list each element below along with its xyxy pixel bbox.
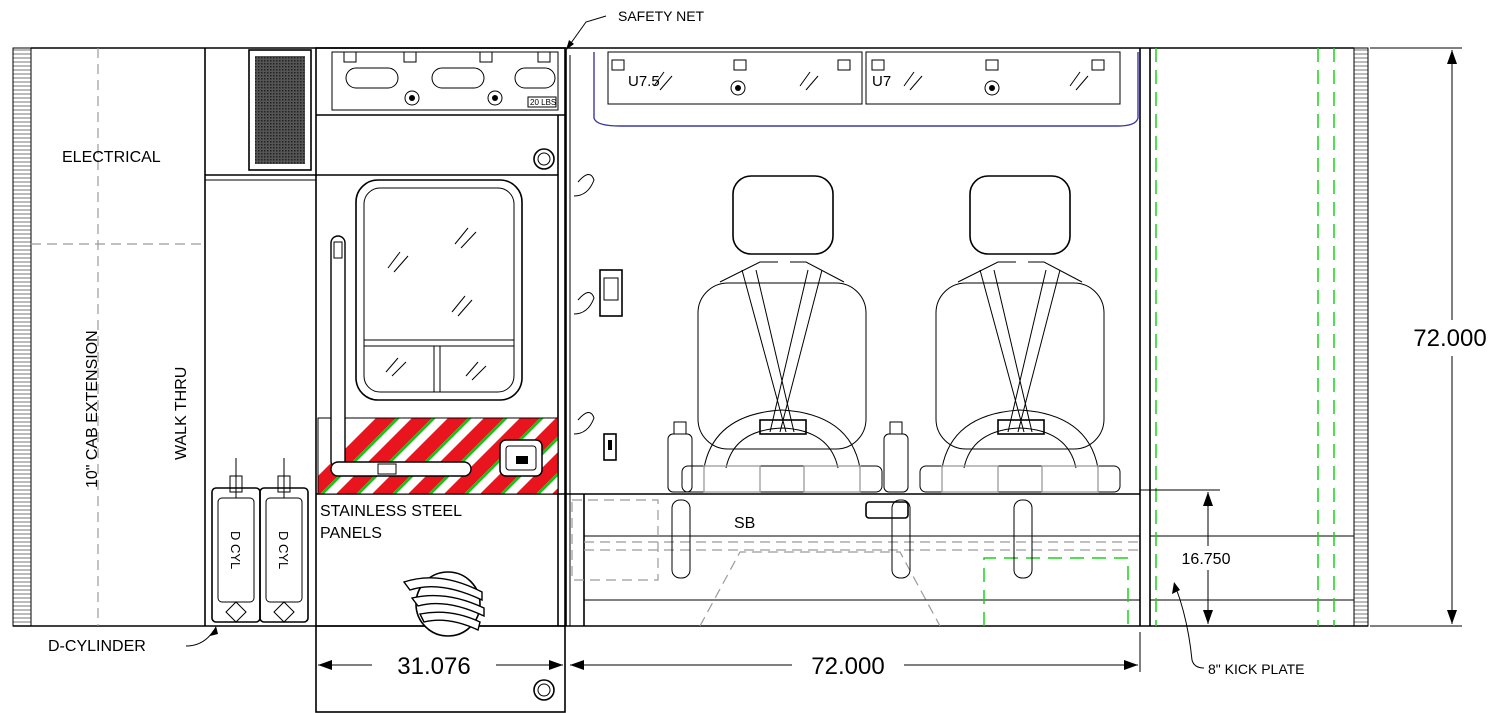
kick-plate-label: 8" KICK PLATE <box>1208 661 1305 677</box>
seat-left <box>681 175 883 493</box>
hazard-stripe-green <box>716 418 796 494</box>
bench-sb <box>566 493 1140 627</box>
seat-right <box>919 175 1121 493</box>
stainless-panels-label-1: STAINLESS STEEL <box>320 503 462 520</box>
cabinet-label-u7: U7 <box>872 73 891 90</box>
overall-height-value: 72.000 <box>1413 325 1486 352</box>
hazard-stripe-green <box>788 418 868 494</box>
hazard-stripe-red <box>732 418 828 494</box>
d-cyl-label-1: D CYL <box>228 531 243 569</box>
hazard-stripe-red <box>588 418 684 494</box>
bench-height-value: 16.750 <box>1182 551 1231 568</box>
hazard-stripe-red <box>768 418 864 494</box>
stainless-panels-label-2: PANELS <box>320 525 382 542</box>
right-wall-hatch <box>1353 47 1369 627</box>
d-cyl-label-2: D CYL <box>276 531 291 569</box>
compartment-width-value: 72.000 <box>811 653 884 680</box>
compartment-door: 20 LBS <box>315 47 868 713</box>
hazard-stripe-green <box>644 418 724 494</box>
cabinet-u7 <box>865 51 1121 105</box>
dimension-bench-height <box>1140 489 1244 624</box>
d-cylinder-rack <box>211 458 309 623</box>
vent-grill <box>248 49 312 171</box>
walk-thru-label: WALK THRU <box>173 367 190 460</box>
cab-extension-label: 10" CAB EXTENSION <box>84 330 101 488</box>
hazard-stripe-green <box>608 418 688 494</box>
cabinet-label-u75: U7.5 <box>628 73 660 90</box>
electrical-label: ELECTRICAL <box>62 149 161 166</box>
dimension-door-width <box>315 632 566 672</box>
dimension-overall-height <box>1370 47 1496 627</box>
hazard-stripe-red <box>552 488 558 494</box>
dimension-compartment-width <box>570 632 1141 672</box>
cabinet-u75 <box>607 51 863 105</box>
logo-icon <box>402 571 485 637</box>
hazard-stripe-red <box>624 418 720 494</box>
hazard-stripe-green <box>752 418 832 494</box>
sb-label: SB <box>734 515 755 532</box>
hazard-stripe-red <box>696 418 792 494</box>
safety-net-label: SAFETY NET <box>618 8 705 24</box>
d-cylinder-label: D-CYLINDER <box>48 638 146 655</box>
door-width-value: 31.076 <box>397 653 470 680</box>
hazard-stripe-green <box>572 418 652 494</box>
left-wall-hatch <box>12 47 32 627</box>
weight-tag: 20 LBS <box>530 98 556 107</box>
hazard-stripe-green <box>536 472 558 494</box>
